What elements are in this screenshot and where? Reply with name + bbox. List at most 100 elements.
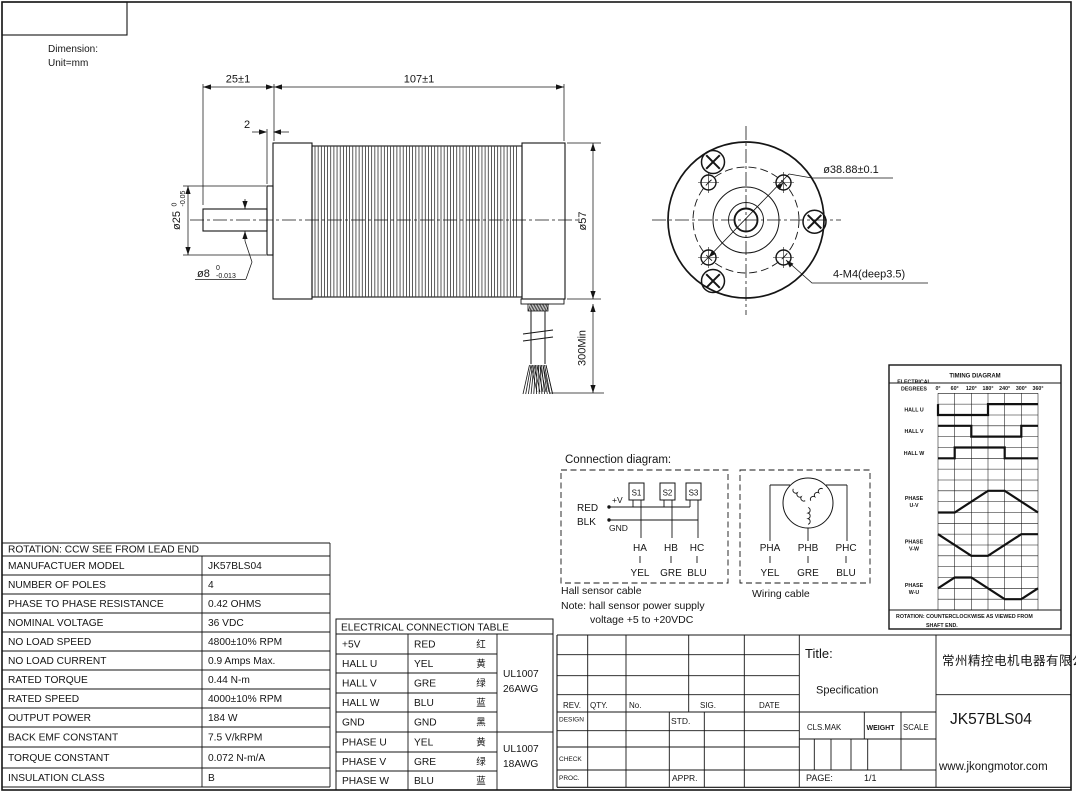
hall-signal-label: HA — [633, 543, 647, 554]
design-label: DESIGN — [559, 717, 584, 724]
phase-color-label: YEL — [761, 568, 780, 579]
screw-cross — [705, 273, 721, 289]
elec-cable-spec: UL1007 — [503, 744, 539, 755]
elec-table-border — [335, 618, 554, 791]
connection-diagram — [560, 469, 871, 584]
wire-fray — [530, 364, 535, 395]
spec-row-label: TORQUE CONSTANT — [8, 753, 110, 764]
timing-series-label: HALL V — [904, 429, 923, 435]
timing-wave — [938, 424, 1038, 438]
check-label: CHECK — [559, 756, 582, 763]
rev-header-date: DATE — [759, 701, 780, 710]
timing-axis-header: ELECTRICAL — [897, 380, 931, 386]
timing-x-tick: 0° — [935, 386, 940, 392]
timing-title: TIMING DIAGRAM — [949, 374, 1000, 380]
rev-header-qty: QTY. — [590, 701, 608, 710]
spec-row-label: PHASE TO PHASE RESISTANCE — [8, 599, 164, 610]
cable-break-mark — [522, 329, 554, 335]
elec-row-signal: HALL U — [342, 659, 377, 670]
dim-arrowhead — [242, 231, 248, 239]
website: www.jkongmotor.com — [938, 761, 1048, 773]
cable-break-mark — [522, 336, 554, 342]
elec-row-color-cn: 绿 — [476, 678, 486, 690]
model-number: JK57BLS04 — [950, 711, 1032, 728]
hall-signal-label: HB — [664, 543, 678, 554]
bearing-circle — [728, 202, 764, 238]
hall-signal-label: HC — [690, 543, 704, 554]
elec-row-color-cn: 黄 — [476, 737, 486, 749]
elec-row-color: YEL — [414, 659, 434, 670]
title-label: Title: — [805, 646, 833, 661]
spec-row-value: 184 W — [208, 713, 238, 724]
spec-row-value: 0.9 Amps Max. — [208, 656, 275, 667]
dim-shaft-dia-tol-top: 0 — [216, 265, 220, 272]
outer-housing-circle — [667, 141, 825, 299]
spec-row-label: RATED TORQUE — [8, 675, 88, 686]
screw-cross — [705, 154, 721, 170]
std-label: STD. — [671, 716, 690, 726]
elec-row-color: GRE — [414, 757, 436, 768]
elec-cable-spec: 26AWG — [503, 684, 538, 695]
dim-body-dia: ø57 — [577, 212, 589, 231]
elec-row-color-cn: 黑 — [476, 718, 486, 729]
spec-row-value: JK57BLS04 — [208, 561, 262, 572]
spec-row-label: BACK EMF CONSTANT — [8, 733, 118, 744]
spec-row-value: 7.5 V/kRPM — [208, 733, 262, 744]
elec-cable-spec: 18AWG — [503, 759, 538, 770]
appr-label: APPR. — [672, 773, 698, 783]
dim-boss-dia-tol-top: 0 — [172, 203, 179, 207]
sensor-label: S1 — [632, 489, 642, 498]
hall-sensor-box — [560, 469, 729, 584]
dim-arrowhead — [590, 143, 596, 151]
spec-row-value: 4800±10% RPM — [208, 637, 282, 648]
red-wire-label: RED — [577, 503, 598, 514]
elec-table-title: ELECTRICAL CONNECTION TABLE — [341, 623, 509, 634]
dim-boss-width: 2 — [244, 119, 250, 131]
hall-cable-caption: Hall sensor cable — [561, 585, 642, 597]
spec-row-label: MANUFACTUER MODEL — [8, 561, 125, 572]
timing-wave — [938, 489, 1039, 514]
bolt-circle-dia-label: ø38.88±0.1 — [823, 164, 879, 176]
dim-shaft-dia: ø8 — [197, 268, 210, 280]
timing-x-tick: 300° — [1016, 386, 1027, 392]
gland-hatch — [529, 303, 533, 312]
elec-row-signal: +5V — [342, 640, 361, 651]
gland-hatch — [538, 303, 542, 312]
gland-hatch — [528, 303, 531, 312]
dimension-note: Dimension: — [48, 44, 98, 55]
spec-row-label: INSULATION CLASS — [8, 773, 105, 784]
sensor-label: S3 — [689, 489, 699, 498]
screw-head — [802, 209, 827, 234]
dim-arrowhead — [273, 129, 281, 135]
gland-hatch — [544, 303, 548, 312]
timing-wave — [936, 403, 1038, 417]
scale-label: SCALE — [903, 723, 929, 732]
hall-color-label: BLU — [687, 568, 706, 579]
dim-arrowhead — [242, 201, 248, 209]
dim-body-length: 107±1 — [404, 74, 435, 86]
dim-cable-length: 300Min — [577, 330, 589, 366]
note2-caption: voltage +5 to +20VDC — [590, 614, 694, 626]
spec-rotation-row: ROTATION: CCW SEE FROM LEAD END — [8, 545, 199, 556]
wire-fray — [545, 364, 553, 393]
phase-label: PHB — [798, 543, 819, 554]
gland-hatch — [537, 303, 540, 312]
screw-head — [700, 149, 726, 175]
spec-row-value: 0.44 N-m — [208, 675, 250, 686]
timing-series-label: W-U — [909, 590, 920, 596]
wire-fray — [544, 364, 551, 395]
dim-arrowhead — [590, 291, 596, 299]
mounting-holes-label: 4-M4(deep3.5) — [833, 269, 905, 281]
rev-header-rev: REV. — [563, 701, 581, 710]
elec-row-color: GND — [414, 718, 437, 729]
elec-row-color-cn: 蓝 — [476, 697, 486, 709]
gland-hatch — [543, 303, 546, 312]
side-view-dim-text: 25±1 107±1 2 ø25 0 -0.05 ø8 0 -0.013 ø57… — [171, 74, 589, 367]
spec-row-value: B — [208, 773, 215, 784]
sensor-label: S2 — [663, 489, 673, 498]
dim-arrowhead — [266, 84, 274, 90]
elec-row-color: BLU — [414, 698, 434, 709]
